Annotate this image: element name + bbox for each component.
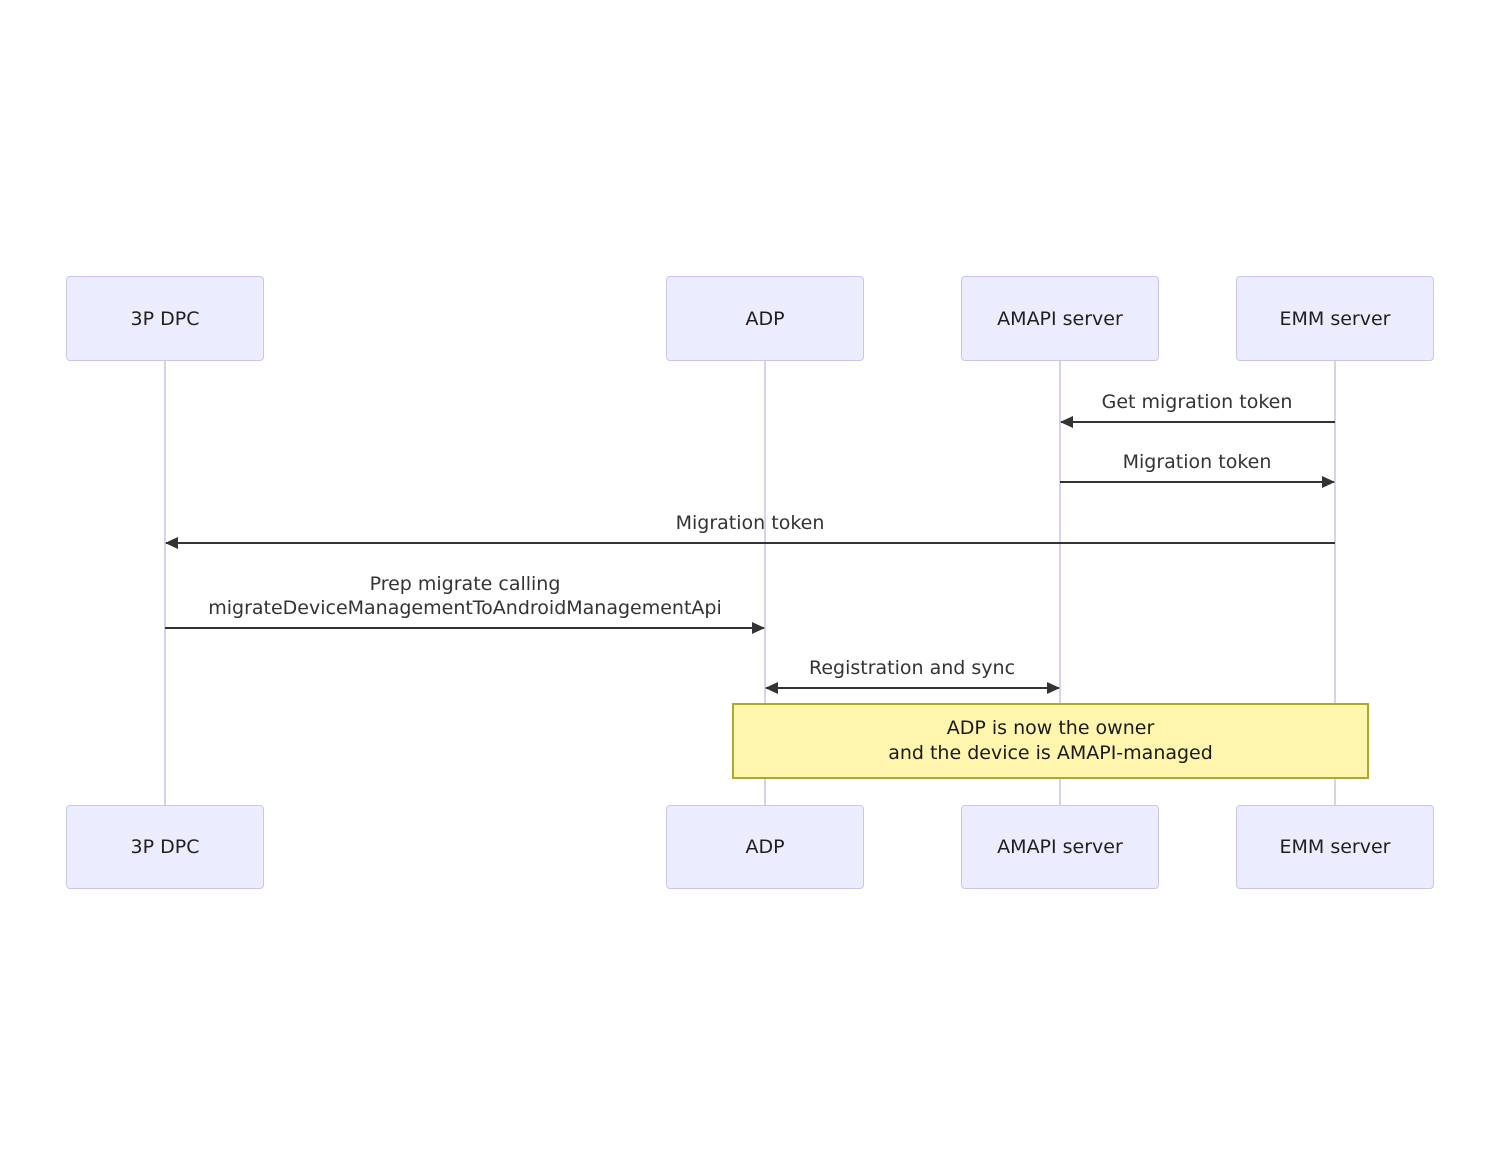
actor-label: AMAPI server: [997, 836, 1123, 858]
actor-label: 3P DPC: [130, 307, 200, 330]
message-3-arrow: [165, 537, 1335, 549]
arrowhead-right-icon: [1322, 476, 1335, 488]
actor-label: ADP: [745, 307, 785, 330]
actor-label: EMM server: [1279, 307, 1391, 330]
actor-bottom-emm-server: EMM server: [1236, 805, 1434, 889]
message-5-arrow: [765, 682, 1060, 694]
note-adp-owner: ADP is now the owner and the device is A…: [732, 703, 1369, 779]
actor-top-amapi-server: AMAPI server: [961, 276, 1159, 361]
arrowhead-left-icon: [765, 682, 778, 694]
lifeline-emm-server: [1334, 361, 1336, 805]
actor-bottom-amapi-server: AMAPI server: [961, 805, 1159, 889]
actor-label: 3P DPC: [130, 836, 200, 858]
lifeline-adp: [764, 361, 766, 805]
actor-label: ADP: [745, 836, 785, 858]
arrowhead-right-icon: [752, 622, 765, 634]
actor-top-3p-dpc: 3P DPC: [66, 276, 264, 361]
message-1-label: Get migration token: [1101, 391, 1293, 413]
actor-label: EMM server: [1279, 836, 1391, 858]
actor-top-adp: ADP: [666, 276, 864, 361]
actor-bottom-adp: ADP: [666, 805, 864, 889]
lifeline-3p-dpc: [164, 361, 166, 805]
lifeline-amapi-server: [1059, 361, 1061, 805]
message-5-label: Registration and sync: [808, 657, 1016, 679]
actor-bottom-3p-dpc: 3P DPC: [66, 805, 264, 889]
message-4-label: Prep migrate calling migrateDeviceManage…: [208, 573, 722, 619]
actor-top-emm-server: EMM server: [1236, 276, 1434, 361]
message-2-label: Migration token: [1122, 451, 1272, 473]
arrowhead-right-icon: [1047, 682, 1060, 694]
message-4-arrow: [165, 622, 765, 634]
message-1-arrow: [1060, 416, 1335, 428]
arrowhead-left-icon: [1060, 416, 1073, 428]
actor-label: AMAPI server: [997, 307, 1123, 330]
message-2-arrow: [1060, 476, 1335, 488]
message-3-label: Migration token: [675, 512, 825, 534]
arrowhead-left-icon: [165, 537, 178, 549]
